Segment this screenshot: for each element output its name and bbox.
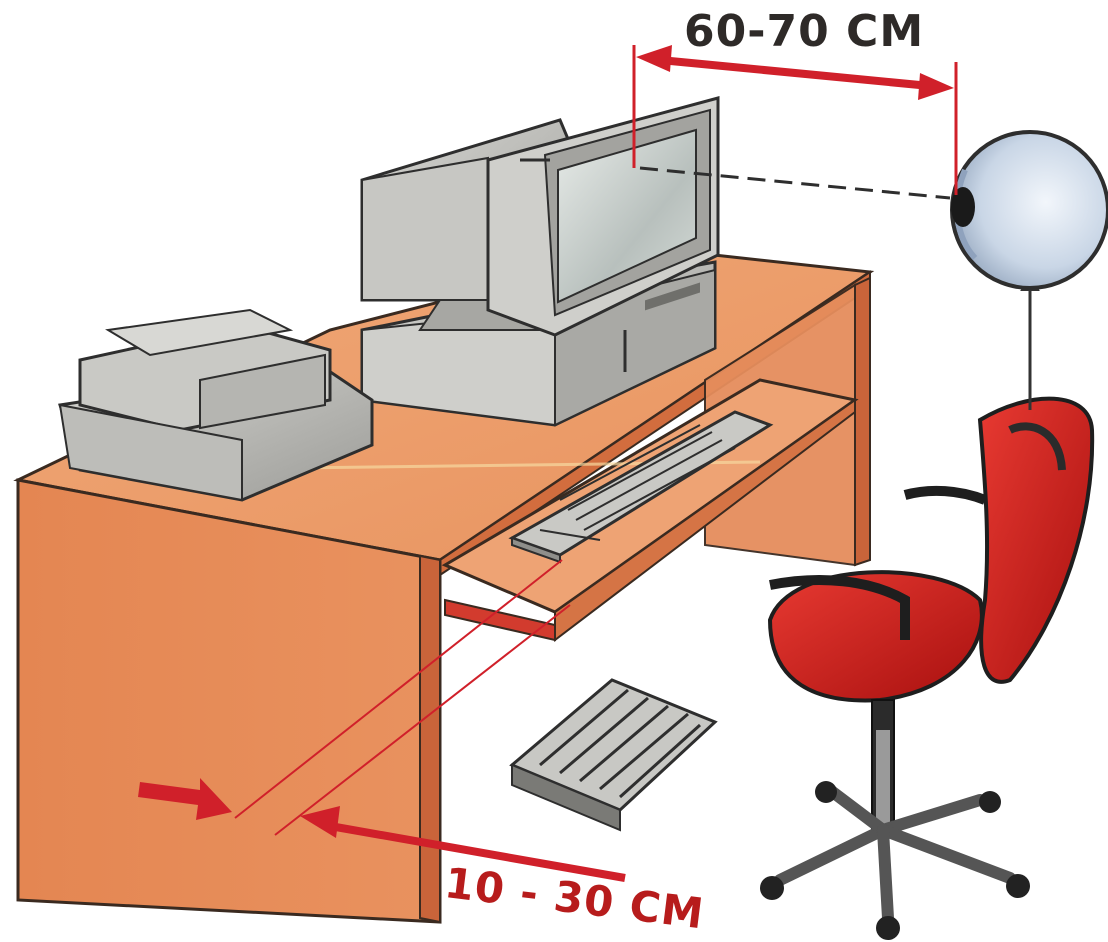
desk-right-leg: [855, 278, 870, 565]
footrest-icon: [512, 680, 715, 830]
viewing-distance-label: 60-70 CM: [684, 6, 924, 57]
desk-left-panel-edge: [420, 556, 440, 922]
eye-icon: [951, 132, 1108, 410]
